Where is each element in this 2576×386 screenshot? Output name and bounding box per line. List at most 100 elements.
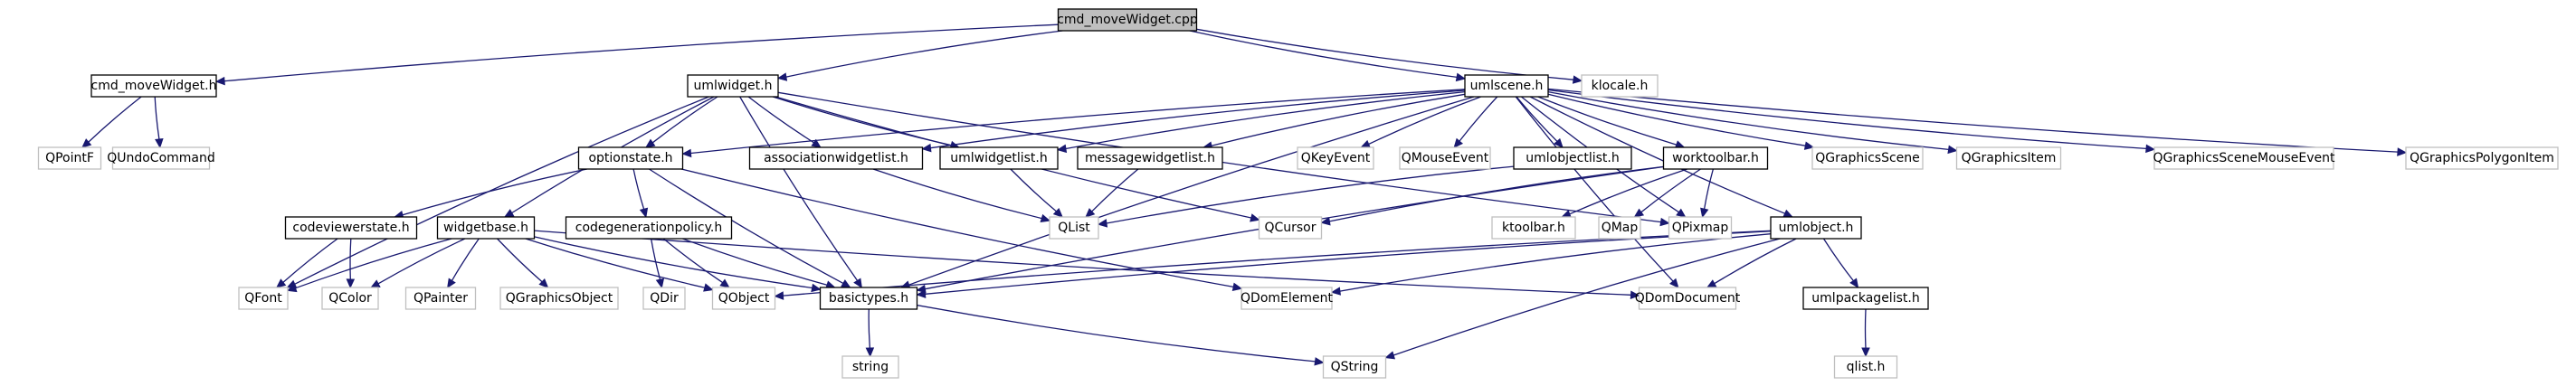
node-box-qdomdocument [1638,287,1737,310]
node-umlwidgetlist_h[interactable]: umlwidgetlist.h [939,146,1059,170]
arrowhead-umlscene_h-to-qgraphicsitem [1947,145,1958,155]
arrowhead-umlobject_h-to-umlpackagelist_h [1849,278,1859,289]
node-umlwidget_h[interactable]: umlwidget.h [687,74,779,98]
node-basictypes_h[interactable]: basictypes.h [819,287,918,310]
node-qgraphicspolygonitem: QGraphicsPolygonItem [2405,146,2559,170]
node-worktoolbar_h[interactable]: worktoolbar.h [1662,146,1769,170]
node-associationwidgetlist_h[interactable]: associationwidgetlist.h [748,146,924,170]
node-label-qgraphicsitem: QGraphicsItem [1962,151,2057,165]
node-umlscene_h[interactable]: umlscene.h [1464,74,1549,98]
node-label-umlwidgetlist_h: umlwidgetlist.h [950,151,1048,165]
node-label-ktoolbar_h: ktoolbar.h [1502,221,1565,235]
node-label-qgraphicsscenemouseevent: QGraphicsSceneMouseEvent [2153,151,2335,165]
node-qpainter: QPainter [404,287,477,310]
node-box-qpointf [37,146,102,170]
node-widgetbase_h[interactable]: widgetbase.h [436,216,536,240]
node-qlist: QList [1049,216,1099,240]
node-label-qpixmap: QPixmap [1672,221,1729,235]
node-box-qcolor [321,287,379,310]
node-label-codeviewerstate_h: codeviewerstate.h [292,221,409,235]
arrowhead-umlscene_h-to-umlobjectlist_h [1554,137,1564,148]
node-box-umlobject_h [1770,216,1862,240]
node-box-qstring [1322,355,1387,379]
edge-umlscene_h-to-optionstate_h [690,89,1466,155]
arrowhead-cmd_movewidget_cpp-to-umlscene_h [1455,72,1467,82]
arrowhead-codeviewerstate_h-to-qfont [275,278,287,288]
node-qcursor: QCursor [1258,216,1323,240]
node-box-qmouseevent [1399,146,1491,170]
node-cmd_movewidget_h[interactable]: cmd_moveWidget.h [90,74,217,98]
node-box-umlobjectlist_h [1513,146,1632,170]
edge-cmd_movewidget_cpp-to-umlwidget_h [785,30,1063,78]
node-qmap: QMap [1598,216,1641,240]
arrowhead-umlscene_h-to-umlwidgetlist_h [1056,144,1068,154]
arrowhead-cmd_movewidget_cpp-to-cmd_movewidget_h [214,76,225,86]
edge-umlscene_h-to-associationwidgetlist_h [930,89,1466,149]
node-box-cmd_movewidget_cpp [1057,8,1198,32]
arrowhead-umlwidget_h-to-associationwidgetlist_h [811,138,822,148]
node-messagewidgetlist_h[interactable]: messagewidgetlist.h [1077,146,1223,170]
node-qpixmap: QPixmap [1668,216,1733,240]
node-box-qfont [238,287,289,310]
edge-umlpackagelist_h-to-qlist_h [1864,308,1867,349]
edge-umlscene_h-to-umlobject_h [1529,96,1785,214]
arrowhead-cmd_movewidget_cpp-to-klocale_h [1572,75,1583,84]
edge-umlobject_h-to-qdomelement [1339,233,1772,292]
node-optionstate_h[interactable]: optionstate.h [577,146,684,170]
arrowhead-umlscene_h-to-qgraphicspolygonitem [2397,147,2408,156]
node-label-umlpackagelist_h: umlpackagelist.h [1811,291,1919,306]
edge-umlscene_h-to-qkeyevent [1368,96,1481,146]
arrowhead-umlpackagelist_h-to-qlist_h [1861,347,1870,358]
node-umlobject_h[interactable]: umlobject.h [1770,216,1862,240]
arrowhead-cmd_movewidget_h-to-qpointf [81,138,92,148]
node-box-basictypes_h [819,287,918,310]
node-label-qcursor: QCursor [1264,221,1316,235]
edge-codeviewerstate_h-to-qfont [282,238,338,283]
arrowhead-umlwidget_h-to-basictypes_h [853,278,862,289]
edge-umlobjectlist_h-to-qlist [1106,165,1515,224]
node-box-associationwidgetlist_h [748,146,924,170]
node-label-qkeyevent: QKeyEvent [1301,151,1371,165]
node-label-qlist: QList [1058,221,1090,235]
arrowhead-umlobject_h-to-basictypes_h [916,289,927,299]
node-box-worktoolbar_h [1662,146,1769,170]
node-label-qdir: QDir [650,291,679,306]
node-cmd_movewidget_cpp[interactable]: cmd_moveWidget.cpp [1057,8,1198,32]
arrowhead-widgetbase_h-to-qcolor [370,279,381,288]
edge-associationwidgetlist_h-to-qlist [872,168,1042,220]
edge-umlobject_h-to-qstring [1393,238,1781,356]
node-label-qobject: QObject [718,291,770,306]
edge-umlwidgetlist_h-to-qlist [1010,168,1057,212]
node-box-cmd_movewidget_h [90,74,217,98]
node-string: string [841,355,899,379]
edge-widgetbase_h-to-qpainter [451,238,480,281]
arrowhead-widgetbase_h-to-basictypes_h [811,283,822,293]
node-codegenerationpolicy_h[interactable]: codegenerationpolicy.h [565,216,733,240]
edge-umlobject_h-to-umlpackagelist_h [1822,238,1854,282]
node-box-umlwidgetlist_h [939,146,1059,170]
node-label-qcolor: QColor [328,291,372,306]
node-box-umlpackagelist_h [1802,287,1929,310]
node-label-codegenerationpolicy_h: codegenerationpolicy.h [575,221,722,235]
node-qcolor: QColor [321,287,379,310]
arrowhead-worktoolbar_h-to-qmap [1633,208,1645,218]
arrowhead-umlscene_h-to-umlobject_h [1782,209,1794,218]
edge-widgetbase_h-to-qfont [295,238,452,289]
edge-umlscene_h-to-umlobjectlist_h [1516,96,1558,142]
edge-optionstate_h-to-codeviewerstate_h [402,168,587,216]
node-umlobjectlist_h[interactable]: umlobjectlist.h [1513,146,1632,170]
arrowhead-umlobject_h-to-qdomelement [1330,287,1341,296]
node-umlpackagelist_h[interactable]: umlpackagelist.h [1802,287,1929,310]
edge-umlwidget_h-to-optionstate_h [651,96,718,144]
node-codeviewerstate_h[interactable]: codeviewerstate.h [284,216,418,240]
arrowhead-umlwidget_h-to-optionstate_h [645,138,656,148]
node-label-basictypes_h: basictypes.h [829,291,908,306]
node-box-widgetbase_h [436,216,536,240]
node-qgraphicsscene: QGraphicsScene [1811,146,1924,170]
edge-umlscene_h-to-qmouseevent [1459,96,1498,142]
arrowhead-umlscene_h-to-qmouseevent [1453,137,1464,148]
node-box-qgraphicspolygonitem [2405,146,2559,170]
arrowhead-umlwidget_h-to-qcursor [1250,213,1260,222]
